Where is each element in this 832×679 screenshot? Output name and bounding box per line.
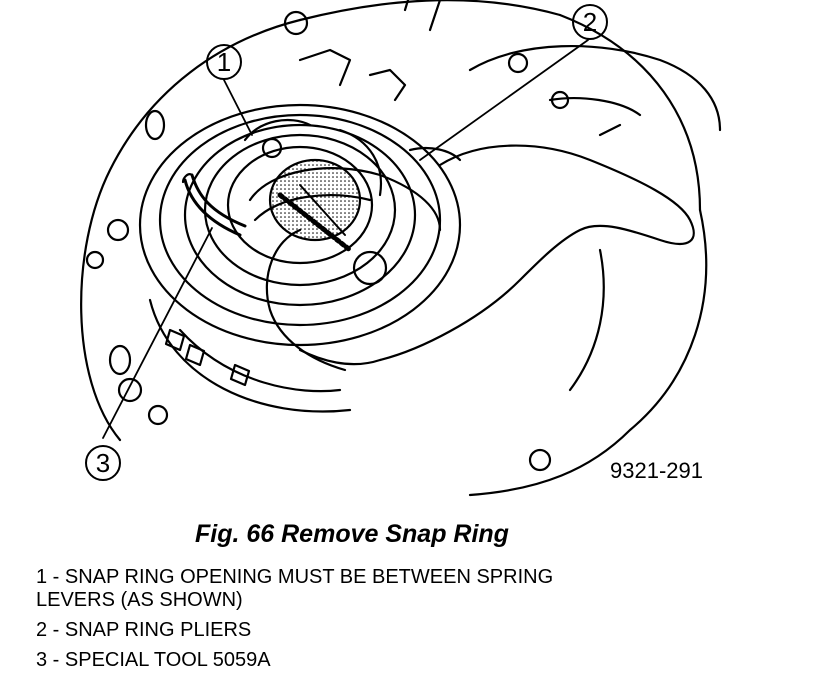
callout-3: 3 [85, 445, 121, 481]
callout-3-label: 3 [96, 448, 110, 478]
callout-2-label: 2 [583, 7, 597, 37]
legend-item-3-line-1: 3 - SPECIAL TOOL 5059A [36, 649, 271, 671]
legend-item-3: 3 - SPECIAL TOOL 5059A [36, 649, 553, 672]
transmission-case [80, 0, 708, 497]
callout-1-label: 1 [217, 47, 231, 77]
spring-assembly [243, 118, 383, 253]
legend-item-2-line-1: 2 - SNAP RING PLIERS [36, 619, 252, 641]
figure-caption: Fig. 66 Remove Snap Ring [195, 520, 509, 548]
callout-2: 2 [572, 4, 608, 40]
legend-item-2: 2 - SNAP RING PLIERS [36, 619, 553, 642]
legend-item-1-line-1: 1 - SNAP RING OPENING MUST BE BETWEEN SP… [36, 566, 554, 588]
leader-lines [102, 39, 589, 439]
snap-ring-pliers [248, 167, 442, 232]
snap-ring-illustration: 1 2 3 9321-291 [80, 0, 722, 497]
legend: 1 - SNAP RING OPENING MUST BE BETWEEN SP… [36, 566, 553, 679]
hands [265, 44, 722, 372]
special-tool-5059a [181, 173, 247, 237]
figure-code: 9321-291 [610, 458, 703, 483]
legend-item-1: 1 - SNAP RING OPENING MUST BE BETWEEN SP… [36, 566, 553, 612]
clutch-housing [138, 48, 462, 413]
legend-item-1-line-2: LEVERS (AS SHOWN) [36, 589, 243, 611]
callout-1: 1 [206, 44, 242, 80]
